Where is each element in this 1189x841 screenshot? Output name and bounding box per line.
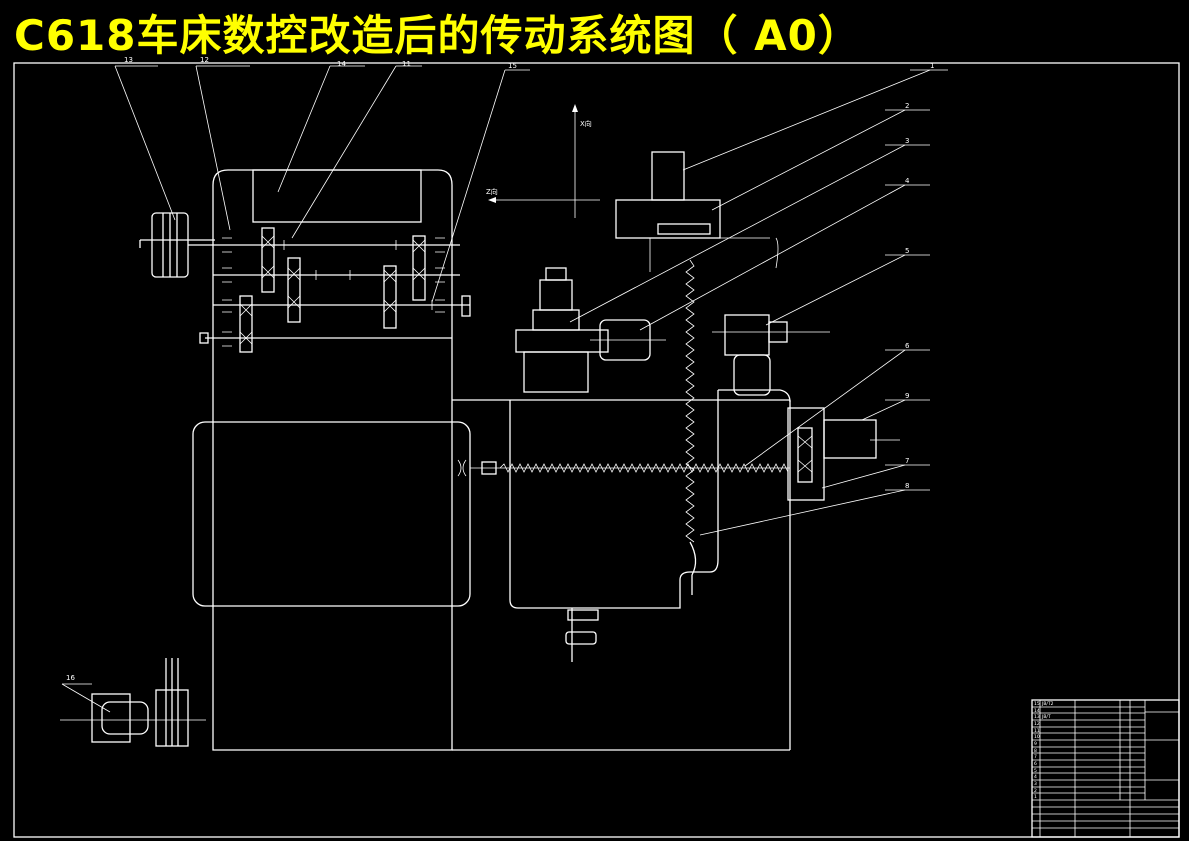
callout-13: 13 <box>124 56 133 64</box>
callout-7: 7 <box>905 457 909 465</box>
callout-11: 11 <box>402 60 411 68</box>
x-direction-label: X向 <box>580 119 592 128</box>
tool-rest <box>515 267 830 396</box>
tb-part-no: 4 <box>1034 774 1037 780</box>
tb-part-code: JB/T2 <box>1041 701 1054 707</box>
pulley-left <box>139 212 215 278</box>
callouts: 13 12 14 11 15 1 2 3 4 5 6 9 <box>61 56 948 713</box>
x-stepper-motor <box>615 151 779 272</box>
tb-part-no: 1 <box>1034 794 1037 800</box>
callout-12: 12 <box>200 56 209 64</box>
tb-part-no: 15 <box>1034 701 1040 707</box>
callout-2: 2 <box>905 102 909 110</box>
tb-part-no: 6 <box>1034 761 1037 767</box>
title-block: 15 JB/T2 14 13 JB/T 12 11 10 9 8 7 6 5 4… <box>1031 699 1180 838</box>
drawing-frame <box>13 62 1180 838</box>
callout-3: 3 <box>905 137 909 145</box>
tb-part-no: 10 <box>1034 734 1040 740</box>
callout-14: 14 <box>337 60 346 68</box>
tb-part-no: 7 <box>1034 754 1037 760</box>
tb-part-no: 13 <box>1034 714 1040 720</box>
tb-part-no: 2 <box>1034 788 1037 794</box>
tb-part-code: JB/T <box>1041 714 1051 720</box>
main-motor <box>60 658 206 747</box>
callout-1: 1 <box>930 62 934 70</box>
tb-part-no: 8 <box>1034 748 1037 754</box>
tb-part-no: 12 <box>1034 721 1040 727</box>
headstock <box>139 169 471 751</box>
headstock-cover <box>252 169 422 223</box>
tb-part-no: 5 <box>1034 768 1037 774</box>
callout-5: 5 <box>905 247 909 255</box>
tb-part-no: 3 <box>1034 781 1037 787</box>
tb-part-no: 11 <box>1034 728 1040 734</box>
page-title: C618车床数控改造后的传动系统图（ A0） <box>14 11 861 60</box>
callout-15: 15 <box>508 62 517 70</box>
callout-6: 6 <box>905 342 910 350</box>
bed <box>192 259 791 751</box>
tb-part-no: 9 <box>1034 741 1037 747</box>
callout-16: 16 <box>66 674 75 682</box>
callout-4: 4 <box>905 177 910 185</box>
callout-8: 8 <box>905 482 909 490</box>
z-direction-label: Z向 <box>486 187 498 196</box>
callout-9: 9 <box>905 392 909 400</box>
gearbox-cover <box>192 421 471 607</box>
tb-part-no: 14 <box>1034 708 1040 714</box>
z-stepper-motor <box>787 407 900 501</box>
axis-arrows: X向 Z向 <box>486 104 600 218</box>
